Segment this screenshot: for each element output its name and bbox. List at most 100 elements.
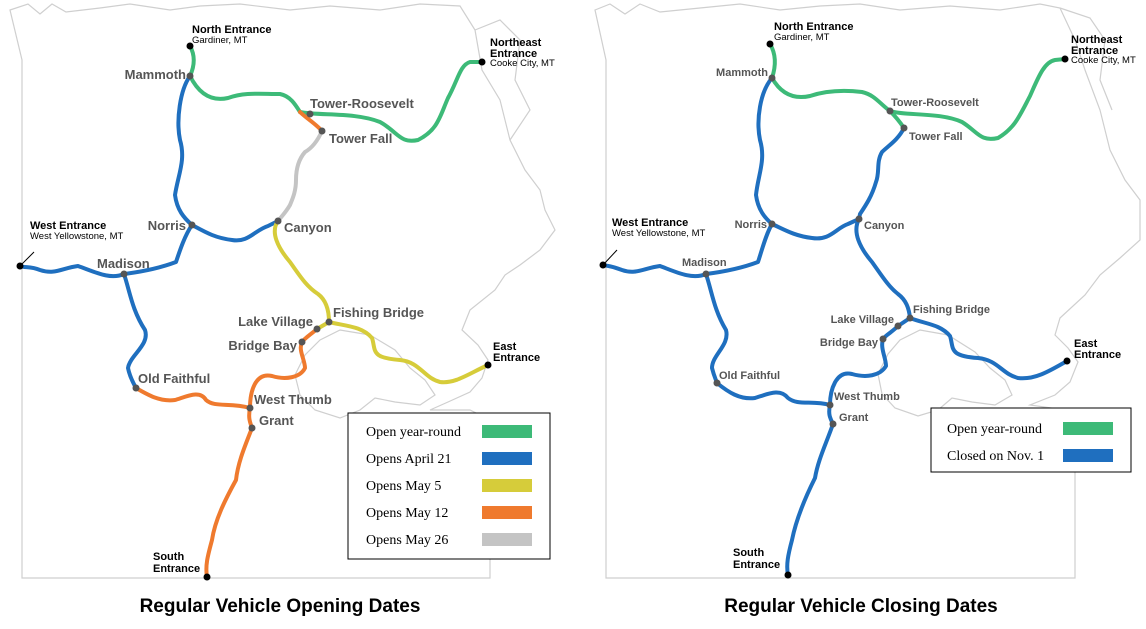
road-fishing-bridge-to-east <box>327 320 490 385</box>
junction-west-thumb <box>246 404 254 412</box>
park-boundary <box>9 3 556 579</box>
road-mammoth-to-norris <box>754 76 774 226</box>
label-east-entrance-2: Entrance <box>1074 349 1121 361</box>
junction-mammoth <box>186 72 194 80</box>
lake-outline <box>877 329 1013 417</box>
label-west-entrance-town: West Yellowstone, MT <box>612 228 705 239</box>
label-west-entrance: West Entrance <box>30 220 106 232</box>
label-northeast-entrance-1: Northeast <box>1071 34 1123 46</box>
label-old-faithful: Old Faithful <box>138 371 210 386</box>
label-east-entrance-1: East <box>493 341 517 353</box>
label-tower-fall: Tower Fall <box>909 131 963 143</box>
road-tower-fall-to-canyon <box>857 126 906 221</box>
opening-legend-swatch-3 <box>482 506 532 519</box>
opening-dates-map: Mammoth Tower-Roosevelt Tower Fall Norri… <box>9 3 556 617</box>
label-west-thumb: West Thumb <box>254 392 332 407</box>
label-grant: Grant <box>839 412 869 424</box>
entrance-east-dot <box>1063 357 1071 365</box>
road-madison-to-west <box>18 264 126 279</box>
label-north-entrance: North Entrance <box>774 21 853 33</box>
road-madison-to-old-faithful <box>122 272 148 390</box>
opening-legend-swatch-0 <box>482 425 532 438</box>
label-mammoth: Mammoth <box>716 67 768 79</box>
label-south-entrance-1: South <box>733 547 764 559</box>
opening-legend-swatch-2 <box>482 479 532 492</box>
road-canyon-to-fishing-bridge <box>272 219 331 324</box>
label-northeast-entrance-1: Northeast <box>490 37 542 49</box>
label-tower-roosevelt: Tower-Roosevelt <box>891 97 979 109</box>
junction-bridge-bay <box>298 338 306 346</box>
junction-lake-village <box>313 325 321 333</box>
junction-west-thumb <box>826 401 834 409</box>
label-lake-village: Lake Village <box>238 314 313 329</box>
label-south-entrance-2: Entrance <box>153 563 200 575</box>
junction-norris <box>768 220 776 228</box>
west-entrance-leader <box>19 251 35 267</box>
closing-legend-swatch-0 <box>1063 422 1113 435</box>
road-lake-village-to-west-thumb <box>828 324 900 407</box>
opening-legend-label-0: Open year-round <box>366 425 461 440</box>
opening-legend-label-2: Opens May 5 <box>366 479 441 494</box>
opening-legend-swatch-1 <box>482 452 532 465</box>
label-canyon: Canyon <box>864 220 905 232</box>
label-norris: Norris <box>148 218 186 233</box>
junction-grant <box>248 424 256 432</box>
junction-bridge-bay <box>879 335 887 343</box>
park-boundary <box>594 3 1141 579</box>
junction-tower-roosevelt <box>886 107 894 115</box>
road-fishing-bridge-to-east <box>908 316 1069 381</box>
label-northeast-entrance-town: Cooke City, MT <box>490 58 555 69</box>
entrance-south-dot <box>203 573 211 581</box>
opening-legend-swatch-4 <box>482 533 532 546</box>
road-tower-roosevelt-to-northeast <box>298 60 484 143</box>
closing-dates-map: Mammoth Tower-Roosevelt Tower Fall Norri… <box>594 3 1141 617</box>
junction-old-faithful <box>713 379 721 387</box>
label-madison: Madison <box>97 256 150 271</box>
road-west-thumb-to-south <box>785 403 835 577</box>
road-mammoth-to-tower-roosevelt <box>770 76 892 113</box>
label-west-entrance-town: West Yellowstone, MT <box>30 231 123 242</box>
label-north-entrance-town: Gardiner, MT <box>192 35 248 46</box>
road-mammoth-to-tower-roosevelt <box>188 74 302 114</box>
road-north-to-mammoth <box>188 44 196 78</box>
junction-fishing-bridge <box>906 314 914 322</box>
closing-legend-label-0: Open year-round <box>947 422 1042 437</box>
road-old-faithful-to-west-thumb <box>134 386 252 410</box>
label-northeast-entrance-2: Entrance <box>1071 45 1118 57</box>
label-north-entrance-town: Gardiner, MT <box>774 32 830 43</box>
lake-outline <box>294 329 436 419</box>
junction-madison <box>702 270 710 278</box>
east-border-detail <box>1059 7 1113 111</box>
label-canyon: Canyon <box>284 220 332 235</box>
label-norris: Norris <box>735 219 767 231</box>
junction-tower-fall <box>900 124 908 132</box>
junction-fishing-bridge <box>325 318 333 326</box>
opening-legend-label-3: Opens May 12 <box>366 506 448 521</box>
junction-grant <box>829 420 837 428</box>
label-old-faithful: Old Faithful <box>719 370 780 382</box>
junction-canyon <box>855 215 863 223</box>
label-lake-village: Lake Village <box>831 314 894 326</box>
opening-map-title: Regular Vehicle Opening Dates <box>140 596 421 617</box>
closing-legend-label-1: Closed on Nov. 1 <box>947 449 1044 464</box>
label-north-entrance: North Entrance <box>192 24 271 36</box>
label-west-thumb: West Thumb <box>834 391 900 403</box>
label-bridge-bay: Bridge Bay <box>228 338 297 353</box>
opening-legend-label-1: Opens April 21 <box>366 452 452 467</box>
label-mammoth: Mammoth <box>125 67 186 82</box>
junction-tower-fall <box>318 127 326 135</box>
road-lake-village-to-west-thumb <box>248 327 319 410</box>
label-east-entrance-2: Entrance <box>493 352 540 364</box>
road-old-faithful-to-west-thumb <box>715 381 832 407</box>
junction-old-faithful <box>132 384 140 392</box>
label-madison: Madison <box>682 257 727 269</box>
label-grant: Grant <box>259 413 294 428</box>
road-norris-to-madison <box>122 223 194 276</box>
entrance-south-dot <box>784 571 792 579</box>
entrance-north-dot <box>766 40 774 48</box>
label-south-entrance-2: Entrance <box>733 559 780 571</box>
closing-map-title: Regular Vehicle Closing Dates <box>724 596 997 617</box>
east-border-detail <box>474 19 531 141</box>
